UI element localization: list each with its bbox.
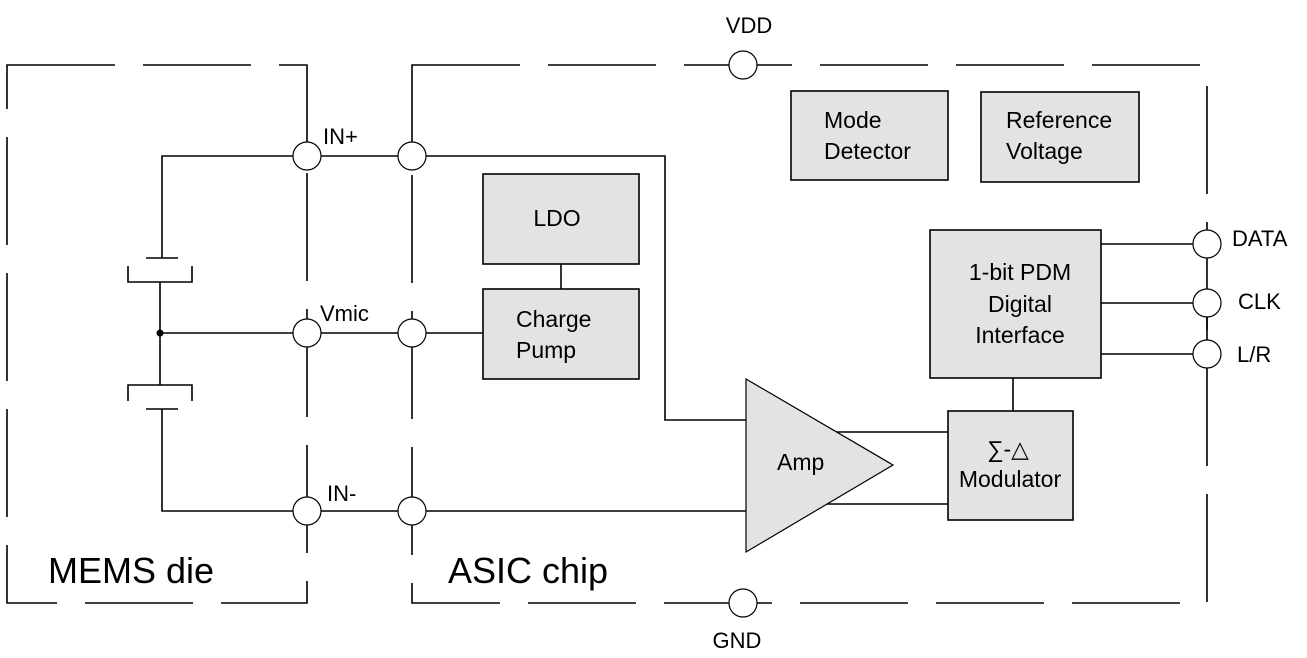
reference-voltage-label-line1: Reference [1006,107,1112,133]
vdd-pad [728,50,758,80]
data-pad [1192,229,1222,259]
lr-pad [1192,339,1222,369]
mems-vmic-pad [292,318,322,348]
mems-in-plus-pad [292,141,322,171]
gnd-pad [728,588,758,618]
modulator-label-line1: ∑-△ [987,436,1029,462]
modulator-block: ∑-△ Modulator [947,410,1074,521]
asic-vmic-pad [397,318,427,348]
charge-pump-block: Charge Pump [482,288,640,380]
amp-block: Amp [745,377,895,554]
amp-label: Amp [777,449,824,475]
clk-pad [1192,288,1222,318]
lr-label: L/R [1237,342,1271,367]
reference-voltage-label-line2: Voltage [1006,138,1083,164]
modulator-label-line2: Modulator [959,466,1062,492]
clk-label: CLK [1238,289,1281,314]
asic-in-plus-pad [397,141,427,171]
mems-in-minus-pad [292,496,322,526]
charge-pump-label-line2: Pump [516,337,576,363]
mode-detector-block: Mode Detector [790,90,949,181]
in-minus-label: IN- [327,481,356,506]
pdm-label-line3: Interface [975,322,1065,348]
mems-capacitor-top [127,155,307,333]
reference-voltage-block: Reference Voltage [980,91,1140,183]
mems-capacitor-bottom [127,333,307,512]
mems-die-label: MEMS die [48,550,214,591]
data-label: DATA [1232,226,1288,251]
in-plus-to-amp-wire [412,155,746,421]
charge-pump-label-line1: Charge [516,306,591,332]
in-plus-label: IN+ [323,124,358,149]
pdm-label-line2: Digital [988,291,1052,317]
asic-chip-label: ASIC chip [448,550,608,591]
gnd-label: GND [713,628,762,653]
asic-in-minus-pad [397,496,427,526]
mode-detector-label-line1: Mode [824,107,882,133]
mode-detector-label-line2: Detector [824,138,911,164]
ldo-label: LDO [533,205,580,231]
pdm-interface-block: 1-bit PDM Digital Interface [929,229,1102,379]
vmic-label: Vmic [320,301,369,326]
pdm-label-line1: 1-bit PDM [969,259,1071,285]
vdd-label: VDD [726,13,772,38]
ldo-block: LDO [482,173,640,265]
